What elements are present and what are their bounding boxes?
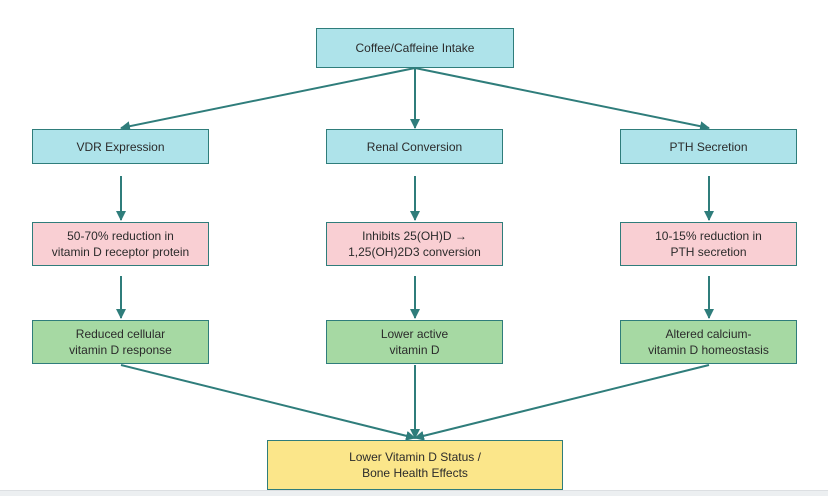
arrow-intake-to-pth: [414, 67, 710, 132]
intake-node: Coffee/Caffeine Intake: [316, 28, 514, 68]
renal-outcome-node: Lower active vitamin D: [326, 320, 503, 364]
vdr-effect-node: 50-70% reduction in vitamin D receptor p…: [32, 222, 209, 266]
arrow-vdr-outcome-to-final: [120, 364, 416, 441]
pth-effect-node: 10-15% reduction in PTH secretion: [620, 222, 797, 266]
bottom-divider: [0, 490, 828, 496]
renal-conversion-node: Renal Conversion: [326, 129, 503, 164]
pth-secretion-node: PTH Secretion: [620, 129, 797, 164]
vdr-outcome-node: Reduced cellular vitamin D response: [32, 320, 209, 364]
arrow-intake-to-vdr: [120, 67, 416, 132]
pth-outcome-node: Altered calcium- vitamin D homeostasis: [620, 320, 797, 364]
renal-effect-node: Inhibits 25(OH)D → 1,25(OH)2D3 conversio…: [326, 222, 503, 266]
final-outcome-node: Lower Vitamin D Status / Bone Health Eff…: [267, 440, 563, 490]
arrow-pth-outcome-to-final: [414, 364, 710, 441]
vdr-expression-node: VDR Expression: [32, 129, 209, 164]
